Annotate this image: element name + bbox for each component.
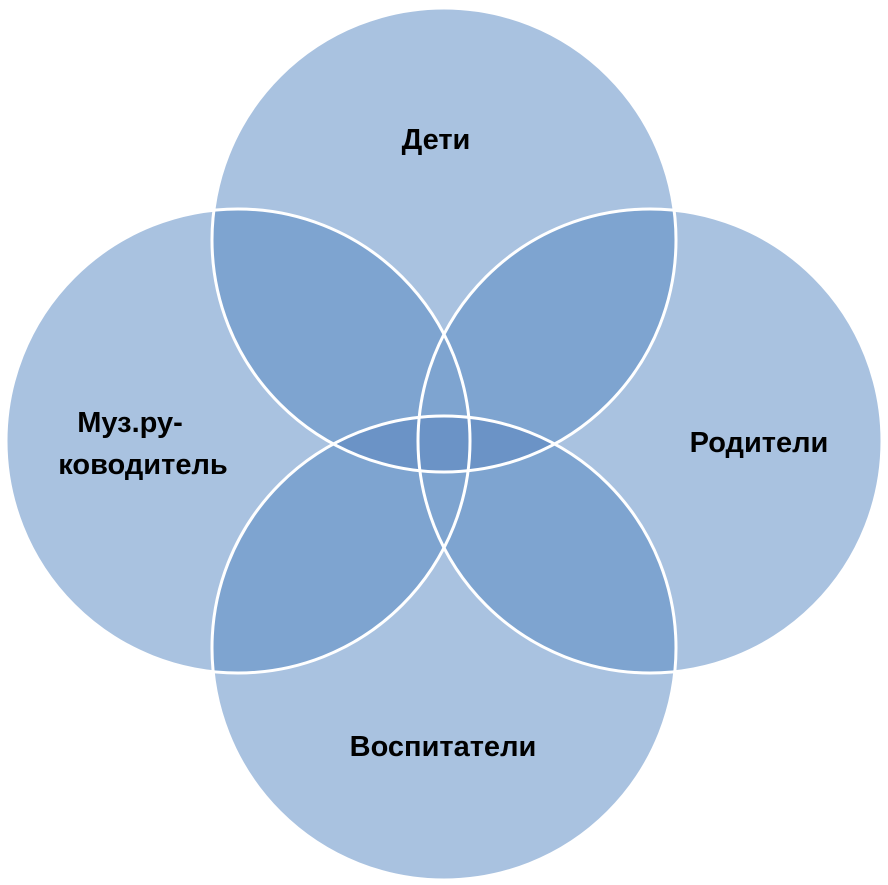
outline-educators [210,414,678,882]
outline-music-director [4,207,472,675]
outline-children [210,6,678,474]
outline-layer [4,6,884,882]
label-educators: Воспитатели [350,731,537,763]
label-parents: Родители [690,427,829,459]
label-children: Дети [402,124,471,156]
label-music-director-line-1: Муз.ру- [77,407,183,439]
outline-parents [416,207,884,675]
label-music-director-line-2: ководитель [58,449,227,481]
